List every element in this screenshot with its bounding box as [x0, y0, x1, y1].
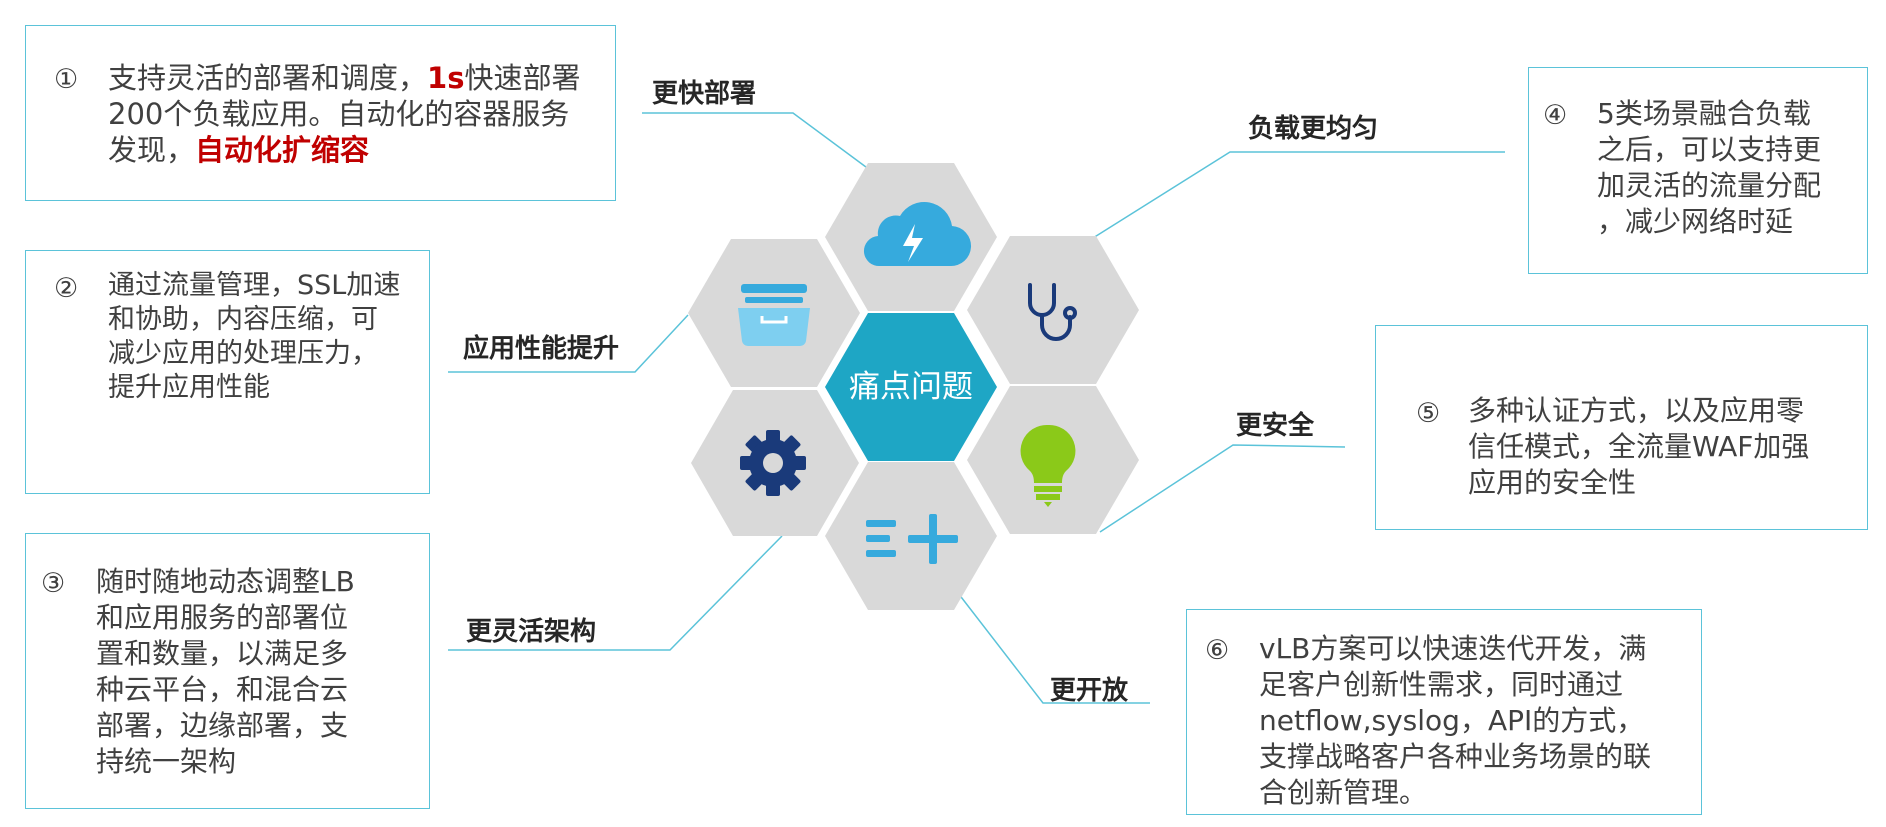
box-4-text: 5类场景融合负载 之后，可以支持更 加灵活的流量分配 ，减少网络时延 — [1597, 97, 1822, 238]
tray-icon — [738, 284, 810, 347]
stethoscope-icon — [1028, 283, 1077, 341]
hex-top-right — [967, 236, 1139, 384]
box-5-text: 多种认证方式，以及应用零 信任模式，全流量WAF加强 应用的安全性 — [1468, 394, 1810, 499]
label-flexible-arch: 更灵活架构 — [466, 617, 597, 647]
label-balanced-load: 负载更均匀 — [1248, 114, 1379, 144]
box-3-number: ③ — [41, 568, 66, 599]
box-1-number: ① — [54, 64, 79, 95]
connector-flexible-arch — [448, 535, 783, 651]
info-box-3: ③ 随时随地动态调整LB 和应用服务的部署位 置和数量，以满足多 种云平台，和混… — [25, 533, 430, 809]
connector-app-performance — [448, 314, 689, 373]
info-box-5: ⑤ 多种认证方式，以及应用零 信任模式，全流量WAF加强 应用的安全性 — [1375, 325, 1868, 530]
box-1-text: 支持灵活的部署和调度，1s快速部署 200个负载应用。自动化的容器服务 发现，自… — [108, 60, 608, 168]
center-label: 痛点问题 — [849, 369, 973, 405]
box-1-line-3: 发现， — [108, 133, 196, 167]
hexagon-cluster — [688, 163, 1139, 610]
connector-faster-deploy — [642, 112, 871, 171]
box-1-highlight-1: 1s — [427, 61, 465, 95]
box-1-line-2: 200个负载应用。自动化的容器服务 — [108, 97, 570, 131]
label-app-performance: 应用性能提升 — [463, 334, 620, 364]
box-6-number: ⑥ — [1205, 635, 1230, 666]
hex-top — [825, 163, 997, 311]
connector-more-open — [957, 592, 1150, 704]
box-5-number: ⑤ — [1416, 398, 1441, 429]
box-2-number: ② — [54, 273, 79, 304]
hex-bottom-right — [967, 386, 1139, 534]
label-more-open: 更开放 — [1050, 676, 1129, 706]
hex-bottom-left — [691, 390, 859, 536]
add-list-icon — [866, 514, 958, 564]
center-hex — [825, 313, 997, 461]
gear-icon — [740, 430, 806, 496]
box-2-text: 通过流量管理，SSL加速 和协助，内容压缩，可 减少应用的处理压力， 提升应用性… — [108, 270, 401, 403]
hex-bottom — [825, 462, 997, 610]
connector-balanced-load — [1092, 151, 1505, 239]
box-1-line-1: 支持灵活的部署和调度， — [108, 61, 428, 95]
label-faster-deploy: 更快部署 — [652, 79, 757, 109]
connector-more-secure — [1099, 444, 1346, 533]
info-box-2: ② 通过流量管理，SSL加速 和协助，内容压缩，可 减少应用的处理压力， 提升应… — [25, 250, 430, 494]
hex-top-left — [688, 239, 860, 387]
info-box-4: ④ 5类场景融合负载 之后，可以支持更 加灵活的流量分配 ，减少网络时延 — [1528, 67, 1868, 274]
box-6-text: vLB方案可以快速迭代开发，满 足客户创新性需求，同时通过 netflow,sy… — [1259, 632, 1652, 809]
info-box-1: ① 支持灵活的部署和调度，1s快速部署 200个负载应用。自动化的容器服务 发现… — [25, 25, 616, 201]
box-1-highlight-2: 自动化扩缩容 — [195, 133, 370, 167]
lightbulb-icon — [1020, 424, 1076, 507]
box-4-number: ④ — [1543, 100, 1568, 131]
label-more-secure: 更安全 — [1236, 411, 1315, 441]
info-box-6: ⑥ vLB方案可以快速迭代开发，满 足客户创新性需求，同时通过 netflow,… — [1186, 609, 1702, 815]
cloud-lightning-icon — [863, 201, 972, 267]
box-1-line-1b: 快速部署 — [464, 61, 581, 95]
box-3-text: 随时随地动态调整LB 和应用服务的部署位 置和数量，以满足多 种云平台，和混合云… — [96, 565, 355, 778]
